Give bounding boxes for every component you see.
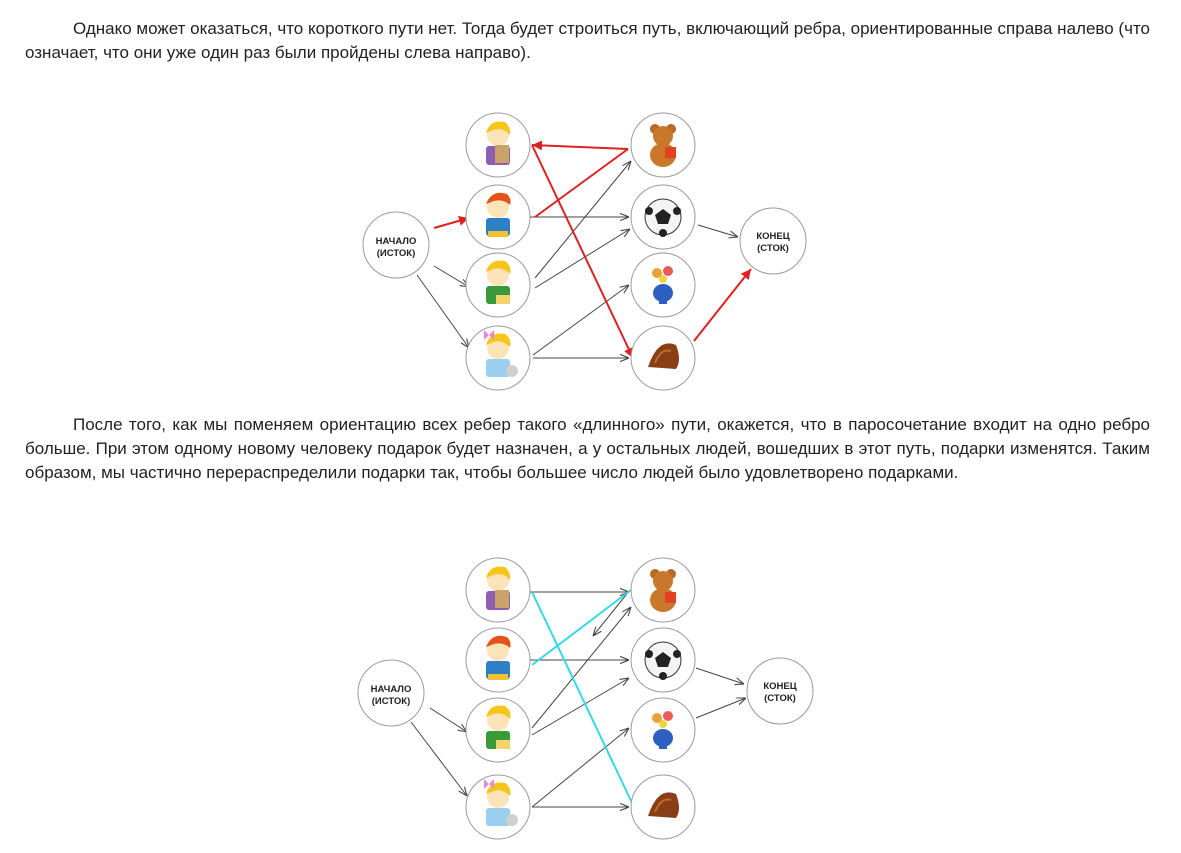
teddy-bear-icon: [650, 569, 676, 612]
augmenting-path: [433, 140, 752, 359]
edge-person3-ball: [534, 229, 630, 289]
paragraph-intro: Однако может оказаться, что короткого пу…: [25, 19, 1150, 62]
soccer-ball-icon: [644, 198, 682, 237]
network-edges: [410, 589, 746, 808]
chocolate-candy-icon: [648, 792, 679, 818]
girl-bow-icon: [484, 779, 518, 826]
new-matching-edges: [531, 589, 634, 806]
path-edge-candy-sink: [693, 268, 752, 342]
source-node: НАЧАЛО (ИСТОК): [357, 659, 425, 727]
sink-label-line2: (СТОК): [764, 693, 796, 704]
person-node-1: [465, 557, 531, 623]
edge-source-person4: [416, 274, 469, 348]
source-label-line2: (ИСТОК): [377, 248, 416, 259]
gift-node-bear: [630, 112, 696, 178]
child-redhair-icon: [486, 635, 511, 680]
edge-ball-sink: [695, 667, 744, 684]
source-label-line1: НАЧАЛО: [371, 684, 412, 695]
network-edges: [416, 161, 738, 358]
source-label-line2: (ИСТОК): [372, 696, 411, 707]
gift-node-ball: [630, 627, 696, 693]
child-reading-icon: [486, 566, 511, 610]
edge-source-person3: [433, 265, 469, 287]
path-edge-person1-candy: [531, 144, 634, 359]
edge-source-person3: [429, 707, 467, 732]
flow-network-diagram-before: НАЧАЛО (ИСТОК) КОНЕЦ (СТОК): [362, 112, 807, 391]
child-playing-icon: [486, 260, 511, 304]
path-edge-person2-bear: [534, 148, 629, 218]
teddy-bear-icon: [650, 124, 676, 167]
source-node: НАЧАЛО (ИСТОК): [362, 211, 430, 279]
edge-ball-sink: [697, 224, 738, 237]
child-playing-icon: [486, 705, 511, 749]
edge-person3-bear: [531, 607, 631, 729]
edge-person3-ball: [531, 678, 629, 736]
flower-vase-icon: [652, 266, 673, 304]
sink-node: КОНЕЦ (СТОК): [746, 657, 814, 725]
matching-edge-person2-bear: [531, 589, 632, 666]
path-edge-source-person2: [433, 215, 470, 229]
edge-source-person4: [410, 721, 467, 796]
soccer-ball-icon: [644, 641, 682, 680]
source-label-line1: НАЧАЛО: [376, 236, 417, 247]
person-node-2: [465, 627, 531, 693]
person-node-4: [465, 325, 531, 391]
person-node-4: [465, 774, 531, 840]
sink-label-line2: (СТОК): [757, 243, 789, 254]
person-node-3: [465, 252, 531, 318]
edge-vase-sink: [695, 698, 746, 719]
person-node-3: [465, 697, 531, 763]
sink-label-line1: КОНЕЦ: [756, 231, 789, 242]
sink-node: КОНЕЦ (СТОК): [739, 207, 807, 275]
person-node-1: [465, 112, 531, 178]
girl-bow-icon: [484, 330, 518, 377]
edge-person4-vase: [531, 728, 629, 808]
paragraph-explanation: После того, как мы поменяем ориентацию в…: [25, 415, 1150, 482]
sink-label-line1: КОНЕЦ: [763, 681, 796, 692]
chocolate-candy-icon: [648, 343, 679, 369]
gift-node-vase: [630, 697, 696, 763]
gift-node-vase: [630, 252, 696, 318]
person-node-2: [465, 184, 531, 250]
path-edge-bear-person1: [531, 140, 629, 151]
edge-person4-vase: [532, 285, 629, 356]
flower-vase-icon: [652, 711, 673, 749]
edge-bear-person2: [593, 589, 631, 636]
gift-node-bear: [630, 557, 696, 623]
gift-node-candy: [630, 774, 696, 840]
matching-edge-person1-candy: [531, 591, 634, 806]
gift-node-candy: [630, 325, 696, 391]
child-redhair-icon: [486, 192, 511, 237]
flow-network-diagram-after: НАЧАЛО (ИСТОК) КОНЕЦ (СТОК): [357, 557, 814, 840]
gift-node-ball: [630, 184, 696, 250]
edge-person3-bear: [534, 161, 631, 279]
child-reading-icon: [486, 121, 511, 165]
